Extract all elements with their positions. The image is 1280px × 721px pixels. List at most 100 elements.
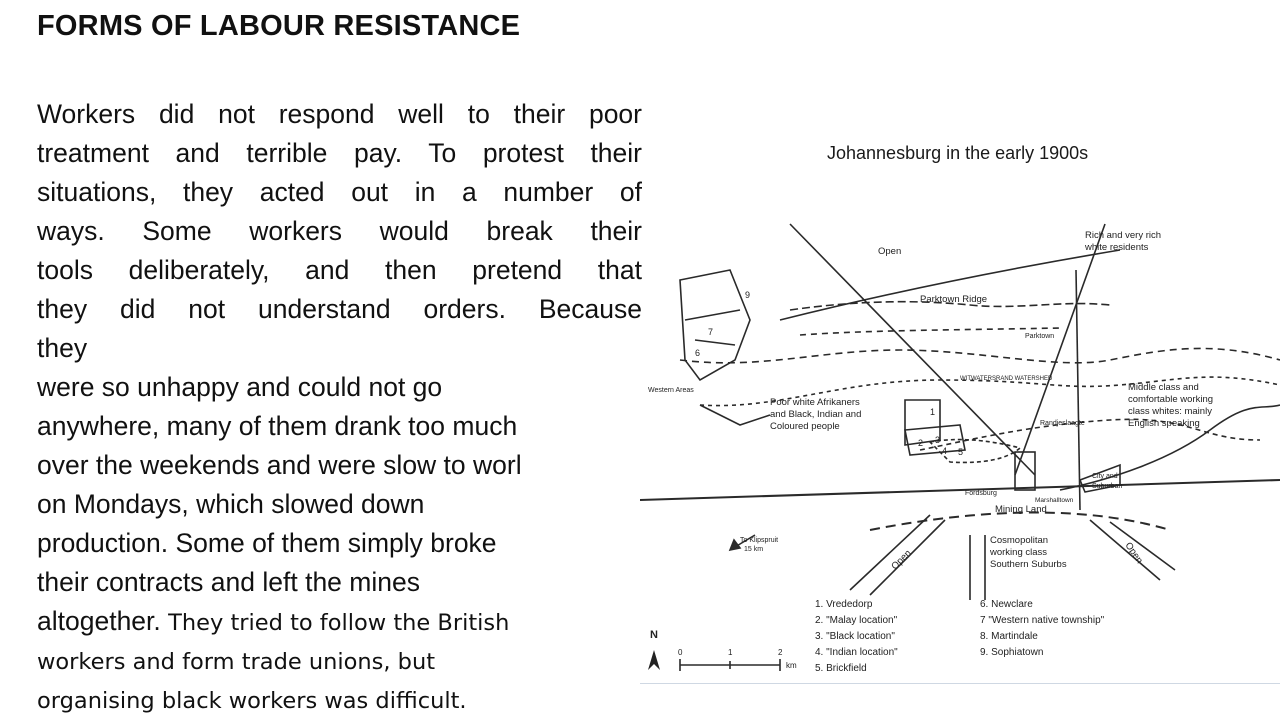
ridge-line-2 [799, 327, 1061, 336]
map-drawing: Open Rich and very rich white residents … [640, 223, 1280, 674]
western-areas-outline [679, 269, 751, 382]
road-upper [779, 249, 1121, 321]
body-line: workers and form trade unions, but [37, 649, 436, 675]
railway-main [640, 479, 1280, 501]
label-mining-land: Mining Land [995, 504, 1047, 515]
label-middle-3: class whites: mainly [1128, 406, 1212, 417]
label-klipspruit: To Klipspruit [740, 537, 778, 544]
label-rich-2: white residents [1084, 242, 1149, 253]
label-scale-unit: km [786, 661, 797, 670]
label-middle-4: English speaking [1128, 418, 1200, 429]
road-south-west [849, 514, 931, 591]
scale-bar [679, 659, 781, 671]
body-line: on Mondays, which slowed down [37, 489, 425, 519]
area-number: 2 [918, 438, 923, 448]
label-city: City and [1092, 473, 1118, 480]
city-block [1078, 463, 1121, 493]
legend-item: 5. Brickfield [815, 663, 867, 674]
ridge-east [1059, 404, 1280, 491]
body-line: they [37, 333, 88, 363]
legend-item: 2. "Malay location" [815, 615, 898, 626]
map-lines [640, 223, 1280, 671]
body-line-mixed: altogether. They tried to follow the Bri… [37, 602, 642, 643]
legend-item: 6. Newclare [980, 599, 1033, 610]
area-number: 6 [695, 348, 700, 358]
label-open-right: Open [1123, 540, 1145, 565]
body-line: organising black workers was difficult. [37, 688, 467, 714]
image-bottom-border [640, 683, 1280, 684]
label-parktown: Parktown [1025, 333, 1054, 340]
label-north: N [650, 629, 658, 641]
map-caption: Johannesburg in the early 1900s [827, 143, 1089, 163]
body-line: anywhere, many of them drank too much [37, 411, 518, 441]
area-number: 5 [958, 447, 963, 457]
label-scale-zero: 0 [678, 648, 683, 657]
label-randjeslaagte: Randjeslaagte [1040, 420, 1085, 427]
locations-dashed [928, 438, 1022, 464]
klipspruit-arrow-head [728, 538, 742, 552]
label-middle: Middle class and [1128, 382, 1199, 393]
body-line: ways. Some workers would break their [37, 216, 642, 246]
area-number: 1 [930, 407, 935, 417]
ridge-left [699, 404, 771, 426]
label-poor-white: Poor white Afrikaners [770, 397, 860, 408]
location-block [904, 424, 966, 456]
western-areas-subdiv [684, 309, 741, 346]
label-cosmo-2: working class [989, 547, 1047, 558]
body-line: tools deliberately, and then pretend tha… [37, 255, 642, 285]
label-parktown-ridge: Parktown Ridge [920, 294, 987, 305]
area-numbers: 1 2 3 4 5 6 7 9 [695, 290, 963, 457]
label-cosmo-3: Southern Suburbs [990, 559, 1067, 570]
body-line: were so unhappy and could not go [37, 372, 443, 402]
body-text: Workers did not respond well to their po… [37, 95, 642, 721]
map-labels: Open Rich and very rich white residents … [648, 230, 1213, 670]
road-diagonal-b [1014, 223, 1106, 476]
parktown-ridge-line [789, 300, 1111, 311]
legend-item: 1. Vrededorp [815, 599, 873, 610]
label-klipspruit-2: 15 km [744, 546, 763, 553]
body-line: treatment and terrible pay. To protest t… [37, 138, 642, 168]
road-south-east-2 [1109, 521, 1176, 571]
ridge-line [679, 347, 1280, 364]
body-line: production. Some of them simply broke [37, 528, 497, 558]
label-fordsburg: Fordsburg [965, 490, 997, 497]
legend-item: 3. "Black location" [815, 631, 895, 642]
area-number: 9 [745, 290, 750, 300]
body-line: Workers did not respond well to their po… [37, 99, 642, 129]
label-open-top: Open [878, 246, 901, 257]
page-title: FORMS OF LABOUR RESISTANCE [37, 10, 521, 42]
label-witwatersrand: WITWATERSRAND WATERSHED [960, 376, 1053, 382]
label-poor-white-3: Coloured people [770, 421, 840, 432]
road-vertical [1075, 269, 1081, 511]
label-western-areas: Western Areas [648, 387, 694, 394]
body-line-part: They tried to follow the British [168, 610, 510, 636]
legend-item: 9. Sophiatown [980, 647, 1043, 658]
area-number: 7 [708, 327, 713, 337]
label-open-left: Open [889, 548, 913, 572]
mining-land-boundary [869, 511, 1171, 531]
label-scale-two: 2 [778, 648, 783, 657]
label-cosmo: Cosmopolitan [990, 535, 1048, 546]
area-number: 4 [942, 446, 947, 456]
body-line: over the weekends and were slow to worl [37, 450, 522, 480]
road-south-east [1089, 519, 1161, 581]
label-middle-2: comfortable working [1128, 394, 1213, 405]
body-line-part: altogether. [37, 606, 161, 636]
area-number: 3 [935, 435, 940, 445]
map-legend: 1. Vrededorp 2. "Malay location" 3. "Bla… [815, 599, 1105, 674]
label-poor-white-2: and Black, Indian and [770, 409, 861, 420]
legend-item: 4. "Indian location" [815, 647, 898, 658]
label-scale-one: 1 [728, 648, 733, 657]
ridge-line-3 [919, 418, 1261, 451]
body-line: their contracts and left the mines [37, 567, 420, 597]
label-marshalltown: Marshalltown [1035, 497, 1074, 504]
body-line: they did not understand orders. Because [37, 294, 642, 324]
body-line: situations, they acted out in a number o… [37, 177, 642, 207]
market-block [1014, 451, 1036, 491]
watershed-line [699, 376, 1280, 407]
legend-item: 7 "Western native township" [980, 615, 1105, 626]
north-arrow-icon [648, 650, 660, 670]
legend-item: 8. Martindale [980, 631, 1038, 642]
road-south-west-2 [869, 519, 946, 596]
road-south [969, 535, 986, 600]
